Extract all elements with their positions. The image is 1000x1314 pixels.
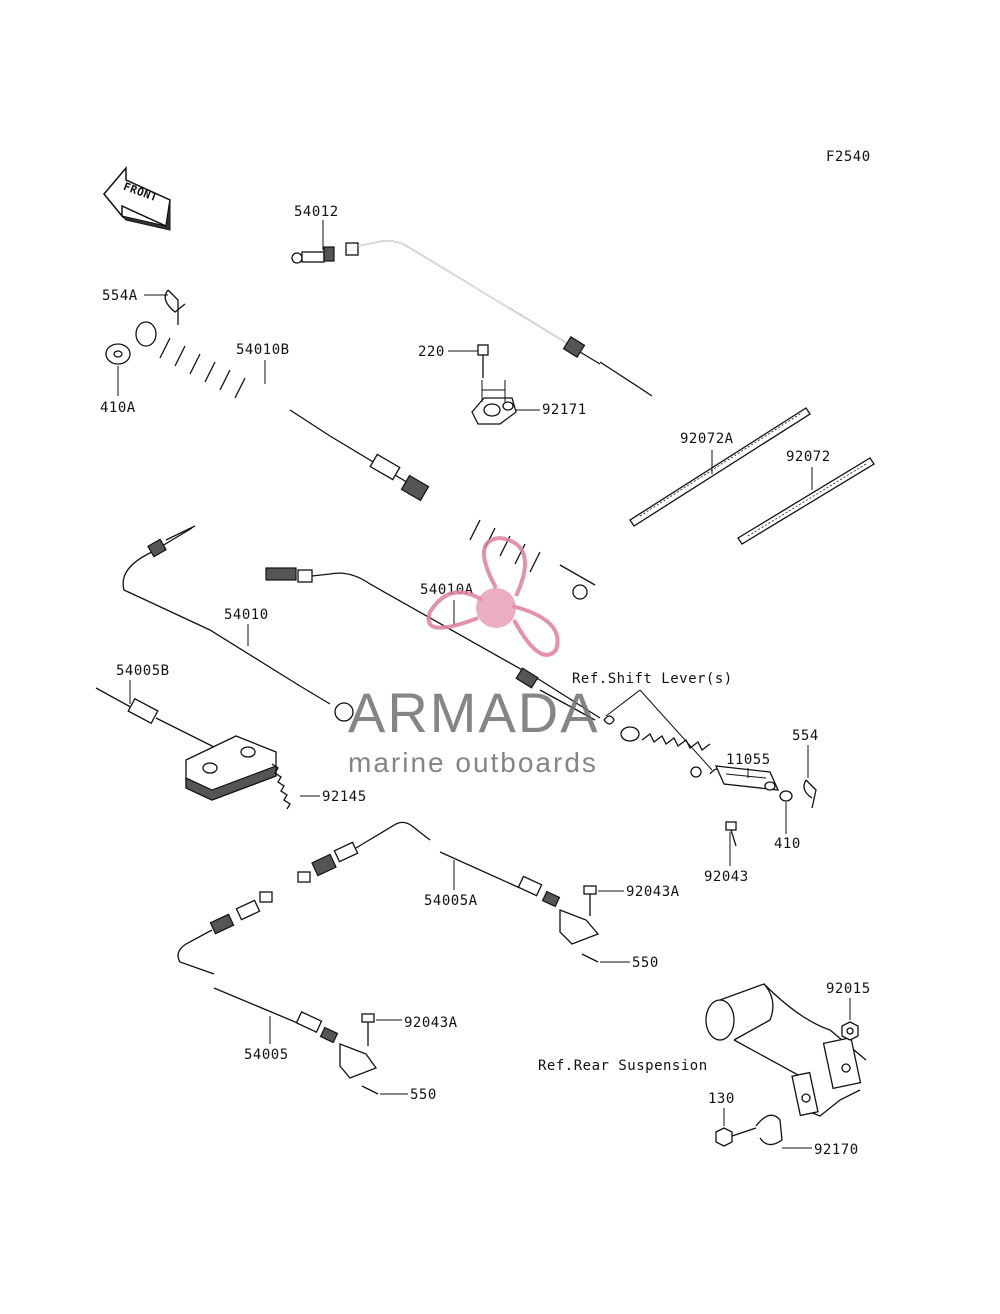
- pin-550-lower[interactable]: [361, 1085, 379, 1095]
- clip-554[interactable]: [803, 779, 817, 809]
- label-92072[interactable]: 92072: [786, 449, 831, 465]
- cable-54010[interactable]: [122, 525, 354, 722]
- diagram-code: F2540: [826, 149, 871, 165]
- pin-92043A-upper[interactable]: [583, 885, 597, 916]
- armada-logo-watermark: ARMADA marine outboards: [348, 535, 600, 778]
- label-410A[interactable]: 410A: [100, 400, 136, 416]
- label-54005[interactable]: 54005: [244, 1047, 289, 1063]
- label-54005A[interactable]: 54005A: [424, 893, 478, 909]
- clamp-92171[interactable]: [471, 397, 517, 425]
- label-554A[interactable]: 554A: [102, 288, 138, 304]
- bracket-11055[interactable]: [714, 765, 780, 791]
- cable-54005B[interactable]: [95, 687, 277, 801]
- pin-92170[interactable]: [755, 1114, 783, 1146]
- label-550-upper[interactable]: 550: [632, 955, 659, 971]
- pin-92043A-lower[interactable]: [361, 1013, 375, 1046]
- cable-54005[interactable]: [177, 891, 378, 1079]
- label-92043A-lower[interactable]: 92043A: [404, 1015, 458, 1031]
- label-92171[interactable]: 92171: [542, 402, 587, 418]
- label-54010[interactable]: 54010: [224, 607, 269, 623]
- tie-92072[interactable]: [737, 457, 875, 545]
- pin-92043[interactable]: [725, 821, 737, 847]
- tie-92072A[interactable]: [629, 407, 811, 527]
- washer-410[interactable]: [779, 790, 793, 802]
- bolt-220[interactable]: [477, 344, 489, 378]
- label-410[interactable]: 410: [774, 836, 801, 852]
- propeller-icon: [426, 535, 560, 657]
- shift-lever-assembly[interactable]: [603, 715, 723, 778]
- ref-rear-suspension: Ref.Rear Suspension: [538, 1058, 708, 1074]
- cable-54012[interactable]: [291, 240, 653, 397]
- label-54010B[interactable]: 54010B: [236, 342, 290, 358]
- pin-550-upper[interactable]: [581, 953, 599, 963]
- front-arrow-icon: FRONT: [103, 165, 171, 231]
- cable-54010B[interactable]: [135, 321, 596, 600]
- label-130[interactable]: 130: [708, 1091, 735, 1107]
- label-92072A[interactable]: 92072A: [680, 431, 734, 447]
- label-92170[interactable]: 92170: [814, 1142, 859, 1158]
- ref-shift-lever: Ref.Shift Lever(s): [572, 671, 733, 687]
- spring-92145[interactable]: [271, 763, 291, 810]
- label-92043[interactable]: 92043: [704, 869, 749, 885]
- label-550-lower[interactable]: 550: [410, 1087, 437, 1103]
- rear-suspension-bracket[interactable]: [705, 983, 867, 1117]
- label-11055[interactable]: 11055: [726, 752, 771, 768]
- label-54012[interactable]: 54012: [294, 204, 339, 220]
- label-554[interactable]: 554: [792, 728, 819, 744]
- washer-410A[interactable]: [105, 343, 131, 365]
- watermark-brand: ARMADA: [348, 681, 600, 744]
- cable-54010A[interactable]: [265, 567, 601, 721]
- label-54005B[interactable]: 54005B: [116, 663, 170, 679]
- nut-92015[interactable]: [841, 1021, 859, 1041]
- label-92043A-upper[interactable]: 92043A: [626, 884, 680, 900]
- clip-554A[interactable]: [164, 289, 186, 325]
- label-220[interactable]: 220: [418, 344, 445, 360]
- watermark-tagline: marine outboards: [348, 747, 598, 778]
- cable-54005A[interactable]: [297, 821, 600, 945]
- label-92015[interactable]: 92015: [826, 981, 871, 997]
- label-92145[interactable]: 92145: [322, 789, 367, 805]
- bolt-130[interactable]: [715, 1127, 757, 1147]
